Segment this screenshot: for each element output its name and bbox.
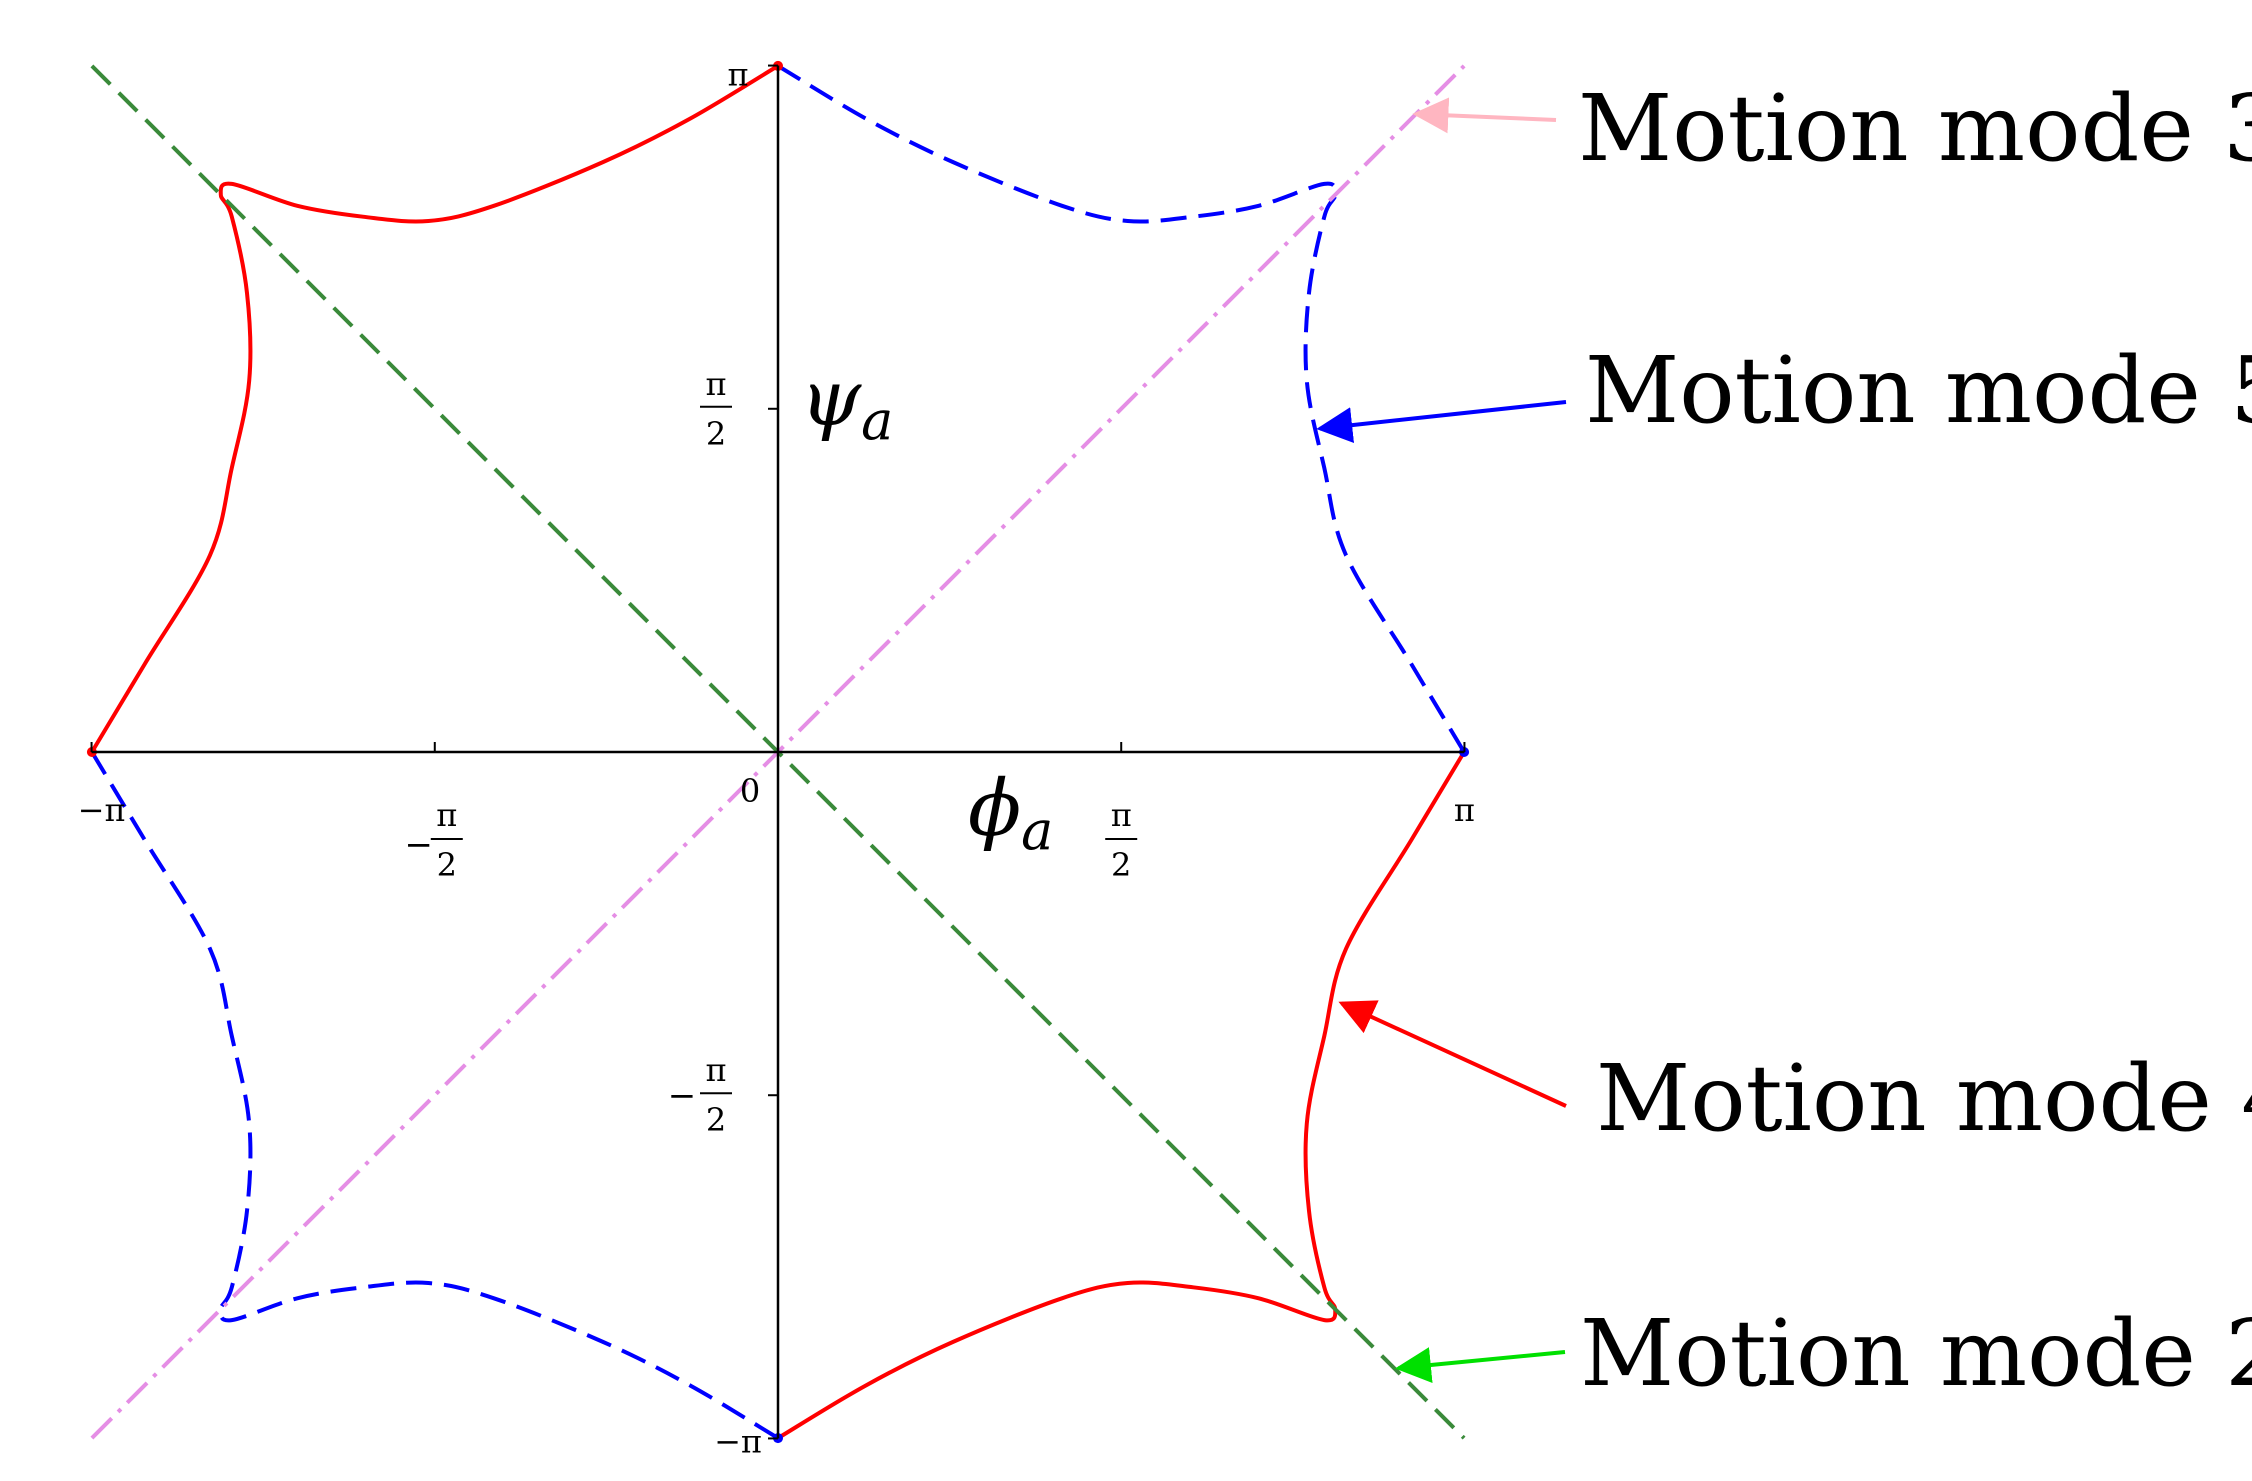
annotation-arrow — [1412, 97, 1557, 134]
labels-layer: ϕa ψa — [800, 354, 1053, 862]
series-1-segment-0 — [776, 64, 1466, 754]
y-tick-sign: − — [668, 1076, 697, 1116]
series-0-segment-1 — [776, 750, 1466, 1440]
annotation-label: Motion mode 2 — [1580, 1300, 2252, 1407]
x-tick-label: 0 — [740, 772, 760, 810]
y-tick-label-denominator: 2 — [706, 1101, 726, 1139]
series-0-segment-0 — [90, 64, 780, 754]
y-tick-label-numerator: π — [705, 365, 726, 403]
x-tick-label-denominator: 2 — [1111, 846, 1131, 884]
x-tick-sign: − — [405, 825, 434, 865]
annotations-layer: Motion mode 3 Motion mode 5 Motion mode 4 M… — [1316, 75, 2252, 1407]
annotation-label: Motion mode 3 — [1578, 75, 2252, 182]
x-tick-label-numerator: π — [1111, 796, 1132, 834]
series-1-segment-1 — [90, 750, 780, 1440]
x-tick-label: π — [1454, 791, 1475, 829]
x-tick-label: −π — [78, 791, 126, 829]
y-tick-label-numerator: π — [705, 1051, 726, 1089]
x-tick-label-denominator: 2 — [437, 846, 457, 884]
y-tick-label: π — [727, 56, 748, 94]
annotation-arrow — [1338, 1000, 1567, 1108]
x-axis-title: ϕa — [968, 764, 1053, 862]
y-axis-title: ψa — [800, 354, 893, 452]
y-tick-label: −π — [714, 1422, 762, 1460]
annotation-label: Motion mode 4 — [1596, 1045, 2252, 1152]
annotation-arrow — [1394, 1347, 1566, 1383]
annotation-arrow — [1316, 400, 1567, 444]
x-tick-label-numerator: π — [436, 796, 457, 834]
annotation-label: Motion mode 5 — [1585, 337, 2252, 444]
y-tick-label-denominator: 2 — [706, 415, 726, 453]
